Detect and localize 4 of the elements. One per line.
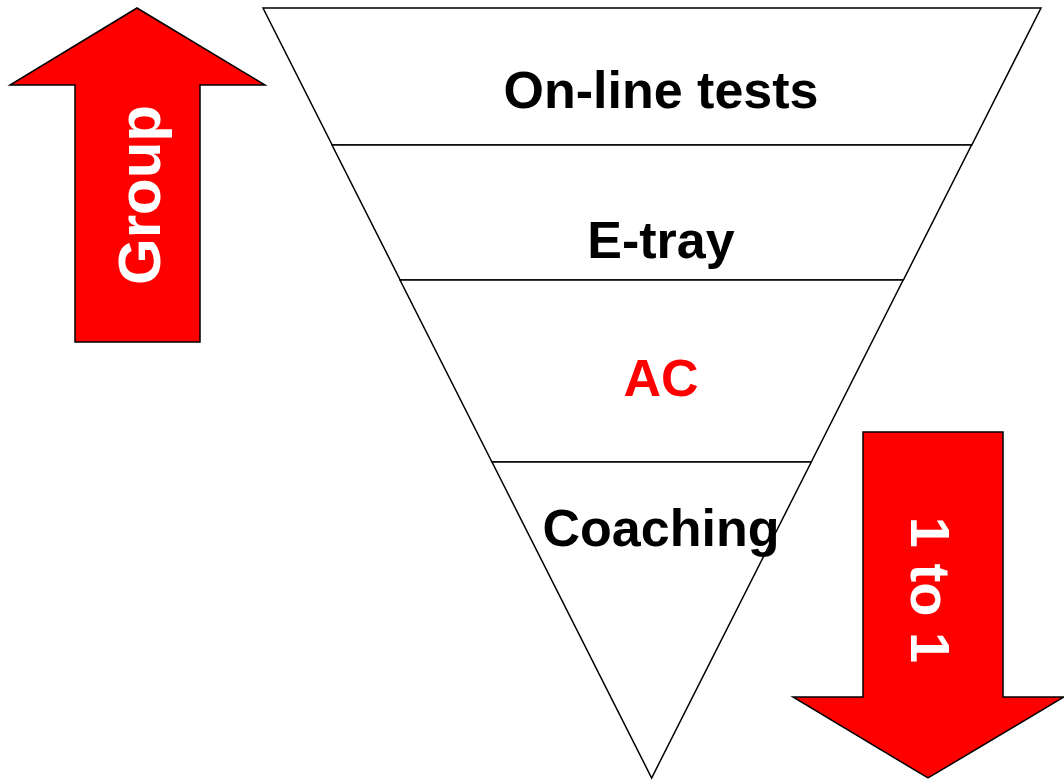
stage-label: On-line tests bbox=[503, 64, 819, 116]
arrow-label: 1 to 1 bbox=[902, 516, 958, 664]
arrow-label: Group bbox=[110, 105, 170, 285]
stage-label: AC bbox=[623, 352, 699, 404]
